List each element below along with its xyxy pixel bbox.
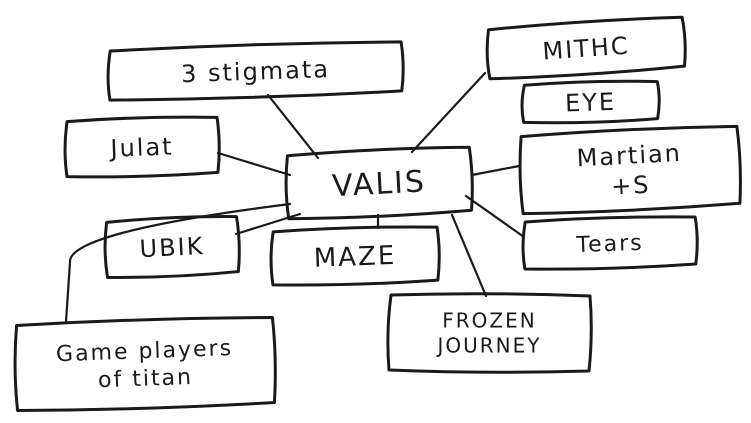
edge-center-julat [216, 151, 292, 177]
node-stigmata-box [106, 40, 405, 102]
node-tears-box [521, 215, 699, 271]
node-frozen-box [386, 292, 593, 374]
edge-center-tears [464, 194, 526, 239]
node-julat-label-0: Julat [108, 133, 174, 163]
node-julat: Julat [63, 115, 221, 179]
node-tears-label-0: Tears [575, 231, 644, 258]
edge-center-game [64, 202, 292, 324]
node-game-label-1: of titan [98, 365, 194, 393]
node-maze: MAZE [269, 225, 441, 287]
node-maze-box [269, 225, 441, 287]
node-mithc-box [485, 15, 687, 81]
edge-center-mithc [410, 71, 487, 154]
node-game-box [13, 316, 277, 412]
node-martian-label-1: +S [610, 171, 651, 201]
node-eye-label-0: EYE [565, 88, 617, 118]
node-ubik-label-0: UBIK [139, 232, 205, 263]
node-ubik-box [103, 215, 241, 279]
node-maze-label-0: MAZE [313, 241, 396, 274]
node-game-label-0: Game players [56, 336, 234, 367]
node-martian: Martian+S [518, 124, 742, 216]
node-martian-label-0: Martian [576, 139, 683, 172]
node-frozen-label-0: FROZEN [442, 309, 536, 333]
node-center: VALIS [284, 145, 474, 221]
node-mithc-label-0: MITHC [542, 32, 631, 66]
node-center-box [284, 145, 474, 221]
node-center-label-0: VALIS [331, 164, 426, 204]
node-stigmata: 3 stigmata [106, 40, 405, 102]
node-mithc: MITHC [485, 15, 687, 81]
node-ubik: UBIK [103, 215, 241, 279]
edge-center-martian [470, 164, 521, 177]
node-eye: EYE [520, 79, 661, 125]
node-tears: Tears [521, 215, 699, 271]
edge-center-frozen [450, 213, 488, 298]
nodes-layer: VALIS 3 stigmata MITHC EYE Julat Martian+S UBI… [13, 15, 742, 412]
node-stigmata-label-0: 3 stigmata [181, 55, 331, 88]
edge-center-stigmata [266, 93, 320, 160]
node-frozen-label-1: JOURNEY [436, 334, 542, 358]
node-julat-box [63, 115, 221, 179]
node-martian-box [518, 124, 742, 216]
node-eye-box [520, 79, 661, 125]
